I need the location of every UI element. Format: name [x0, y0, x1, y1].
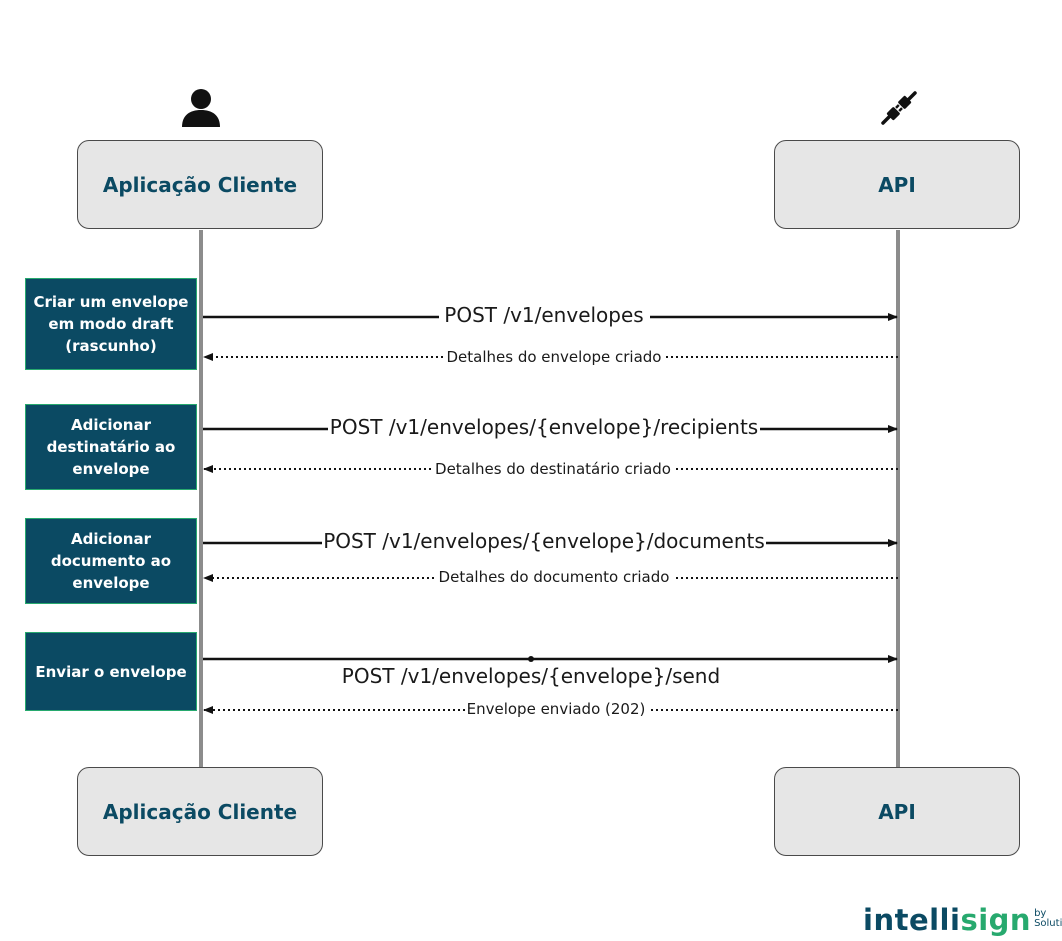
participant-client-top: Aplicação Cliente: [77, 140, 323, 229]
step-label: Adicionar destinatário ao envelope: [46, 416, 176, 478]
step-add-recipient: Adicionar destinatário ao envelope: [25, 404, 197, 490]
waypoint-dot: [528, 656, 534, 662]
plug-icon: [881, 91, 917, 125]
step-add-document: Adicionar documento ao envelope: [25, 518, 197, 604]
step-label: Adicionar documento ao envelope: [50, 530, 172, 592]
participant-client-bottom: Aplicação Cliente: [77, 767, 323, 856]
step-label: Enviar o envelope: [35, 662, 187, 681]
response-label-2: Detalhes do destinatário criado: [435, 460, 671, 478]
request-label-1: POST /v1/envelopes: [444, 303, 643, 327]
step-label: Criar um envelope em modo draft (rascunh…: [33, 293, 189, 355]
request-label-2: POST /v1/envelopes/{envelope}/recipients: [330, 415, 758, 439]
participant-api-label: API: [878, 799, 916, 824]
participant-client-label: Aplicação Cliente: [102, 799, 298, 824]
participant-api-label: API: [878, 172, 916, 197]
response-label-3: Detalhes do documento criado: [439, 568, 670, 586]
user-icon: [182, 89, 220, 127]
participant-client-label: Aplicação Cliente: [102, 172, 298, 197]
logo-text-a: intelli: [863, 903, 961, 937]
request-label-3: POST /v1/envelopes/{envelope}/documents: [323, 529, 765, 553]
response-label-4: Envelope enviado (202): [467, 700, 646, 718]
logo-company: Soluti: [1034, 918, 1062, 929]
response-label-1: Detalhes do envelope criado: [447, 348, 662, 366]
logo-text-b: sign: [960, 903, 1032, 937]
step-send-envelope: Enviar o envelope: [25, 632, 197, 711]
participant-api-top: API: [774, 140, 1020, 229]
participant-api-bottom: API: [774, 767, 1020, 856]
logo-by: by: [1034, 908, 1047, 919]
client-lifeline: [199, 230, 203, 767]
api-lifeline: [896, 230, 900, 767]
logo-wordmark: intellisign: [863, 903, 1031, 937]
step-create-envelope: Criar um envelope em modo draft (rascunh…: [25, 278, 197, 370]
request-label-4: POST /v1/envelopes/{envelope}/send: [342, 664, 720, 688]
